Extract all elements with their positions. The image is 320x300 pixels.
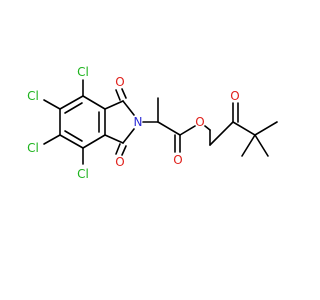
bond-ring-c1-c2 bbox=[82, 95, 106, 110]
bond-c7-n bbox=[122, 100, 135, 116]
atom-o-ester: O bbox=[195, 115, 204, 129]
bond-oester-ch2 bbox=[204, 125, 211, 131]
atom-o-ester-carbonyl: O bbox=[173, 153, 182, 167]
atom-o-imide-bottom: O bbox=[115, 155, 124, 169]
bonds bbox=[43, 79, 278, 165]
bond-ch2-cketone bbox=[209, 121, 234, 146]
bond-c7-o-top-second bbox=[121, 88, 127, 99]
bond-c8-c3 bbox=[104, 134, 124, 144]
bond-c6-cl2 bbox=[43, 99, 61, 110]
bond-ring-c4-c5-inner bbox=[64, 130, 83, 142]
bond-c8-o-bottom bbox=[115, 143, 121, 155]
atom-cl4: Cl bbox=[77, 167, 89, 181]
atom-o-ketone: O bbox=[230, 89, 239, 103]
molecule-canvas: Cl Cl Cl Cl O O N O O O bbox=[27, 65, 278, 181]
molecule-structure-diagram: Cl Cl Cl Cl O O N O O O bbox=[27, 65, 278, 181]
bond-n-c8 bbox=[122, 128, 135, 144]
bond-cquat-me3 bbox=[241, 134, 256, 157]
bond-c2-c7 bbox=[104, 100, 124, 110]
bond-cquat-me1 bbox=[254, 121, 278, 136]
bond-calpha-cester bbox=[157, 121, 181, 136]
bond-cquat-me2 bbox=[254, 134, 269, 157]
bond-c5-cl3 bbox=[43, 134, 61, 145]
atom-cl3: Cl bbox=[27, 141, 39, 155]
bond-c8-o-bottom-second bbox=[121, 145, 127, 156]
bond-cketone-cquat bbox=[232, 121, 256, 136]
atom-cl2: Cl bbox=[27, 89, 39, 103]
atom-o-imide-top: O bbox=[115, 75, 124, 89]
atom-n-imide: N bbox=[134, 115, 143, 129]
bond-ring-c4-c5 bbox=[59, 134, 84, 149]
atom-labels: Cl Cl Cl Cl O O N O O O bbox=[27, 65, 240, 181]
bond-c7-o-top bbox=[115, 89, 121, 101]
atom-cl1: Cl bbox=[77, 65, 89, 79]
bond-ring-c6-c1 bbox=[59, 95, 84, 110]
bond-cester-oester bbox=[179, 125, 196, 136]
bond-ring-c3-c4 bbox=[82, 134, 106, 149]
bond-ring-c6-c1-inner bbox=[64, 102, 83, 114]
